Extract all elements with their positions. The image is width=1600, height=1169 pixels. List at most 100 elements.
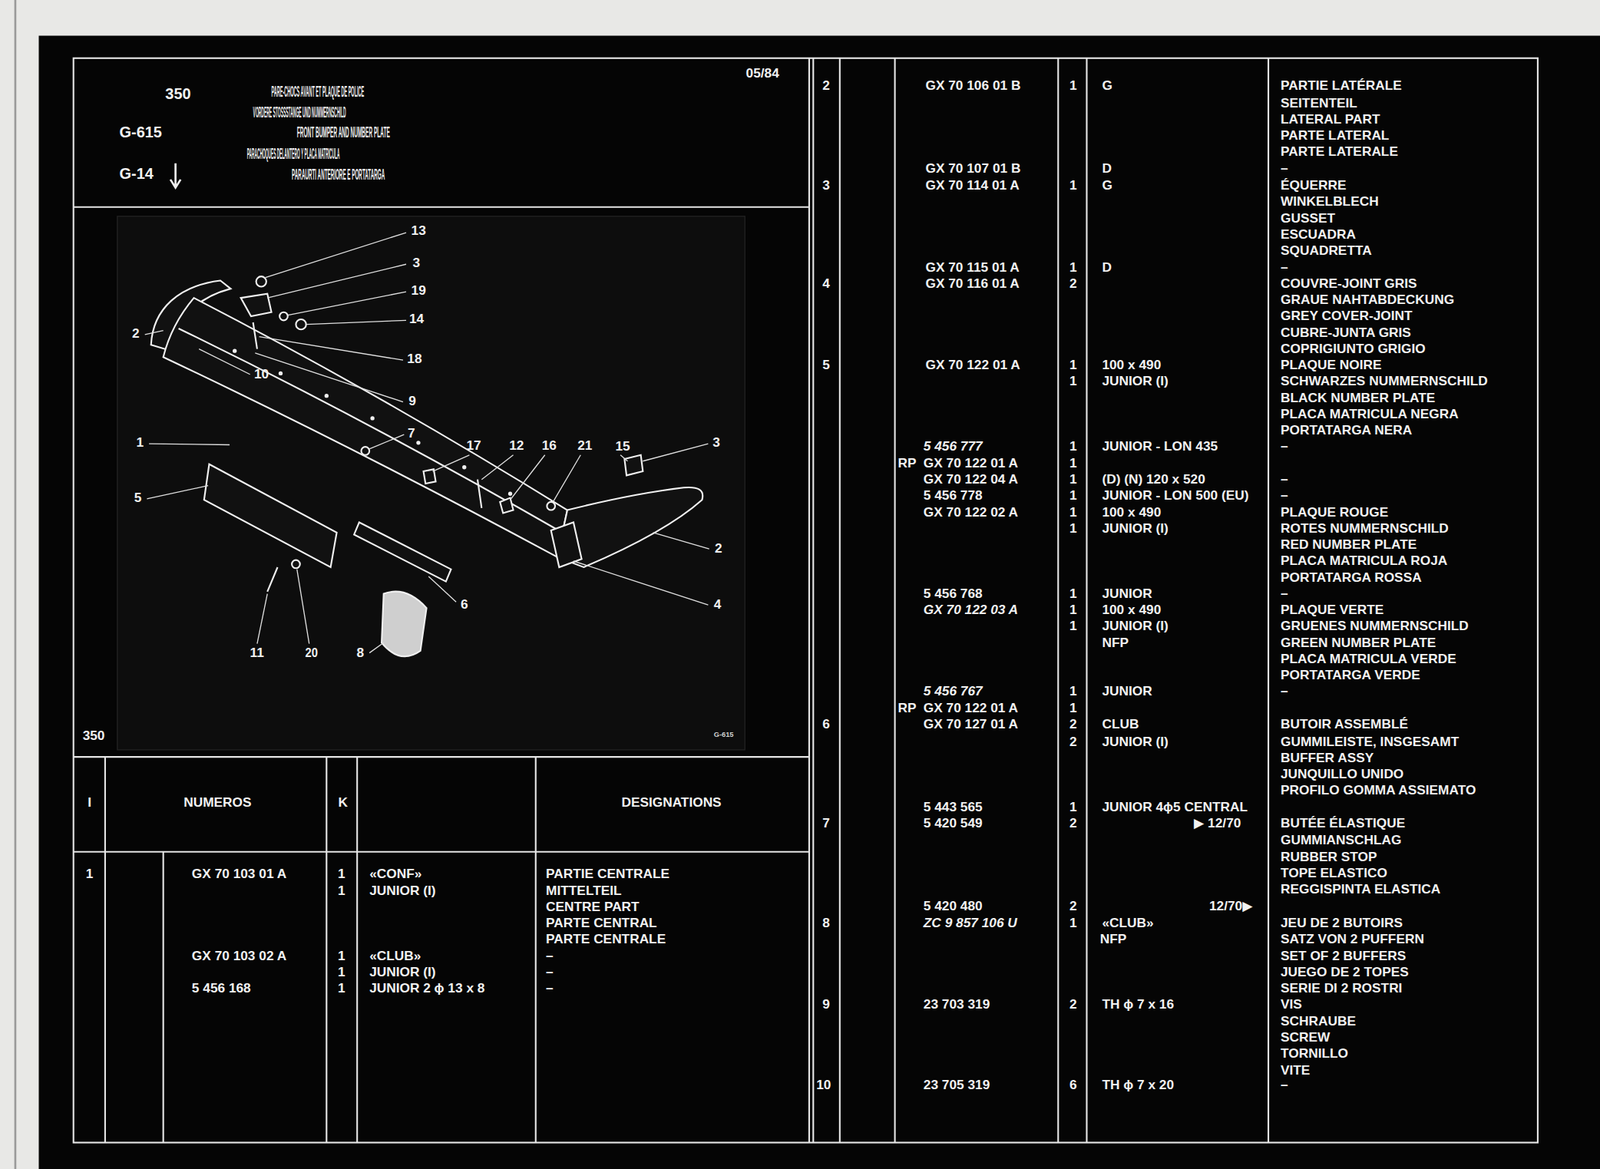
table-cell: 1 — [1069, 77, 1078, 94]
callout-number: 8 — [357, 644, 365, 662]
table-cell: BLACK NUMBER PLATE — [1280, 390, 1435, 407]
title: PARE-CHOCS AVANT ET PLAQUE DE POLICE — [271, 82, 365, 102]
table-cell: GX 70 103 01 A — [191, 866, 287, 883]
table-cell: RP — [898, 700, 917, 717]
callout-number: K — [338, 794, 348, 811]
callout-number: I — [87, 794, 92, 811]
table-cell: «CLUB» — [369, 948, 421, 965]
table-cell: 4 — [822, 275, 830, 292]
table-cell: LATERAL PART — [1280, 111, 1381, 128]
table-cell: 1 — [1069, 799, 1078, 816]
header-text: FRONT BUMPER AND NUMBER PLATE — [296, 123, 390, 143]
table-cell: 23 705 319 — [923, 1077, 990, 1095]
callout-number: NUMEROS — [183, 794, 252, 811]
table-cell: PARTIE LATÉRALE — [1280, 77, 1402, 94]
table-cell: ESCUADRA — [1280, 226, 1356, 243]
table-cell: 5 456 767 — [923, 683, 983, 700]
table-cell: JUNIOR — [1101, 585, 1152, 602]
table-cell: GRUENES NUMMERNSCHILD — [1280, 618, 1469, 635]
table-cell: PARTE CENTRALE — [545, 931, 666, 948]
table-cell: PLACA MATRICULA ROJA — [1280, 552, 1448, 569]
table-cell: 05/84 — [746, 65, 780, 82]
table-cell: – — [1280, 160, 1289, 177]
table-cell: JUNIOR (I) — [1101, 373, 1168, 390]
table-cell: D — [1101, 259, 1111, 276]
table-cell: 1 — [1069, 487, 1078, 504]
table-cell: 5 456 778 — [923, 487, 983, 504]
table-cell: 1 — [1069, 373, 1078, 390]
table-cell: PARTIE CENTRALE — [545, 866, 670, 883]
table-cell: JUNIOR - LON 435 — [1101, 439, 1218, 456]
callout-number: 1 — [135, 434, 144, 451]
table-cell: WINKELBLECH — [1280, 194, 1379, 211]
table-cell: BUTÉE ÉLASTIQUE — [1280, 815, 1405, 832]
header-text: PARAURTI ANTERIORE E PORTATARGA — [290, 165, 384, 184]
table-cell: PLACA MATRICULA VERDE — [1280, 651, 1457, 668]
table-cell: 1 — [1069, 504, 1078, 521]
table-cell: CLUB — [1101, 716, 1139, 733]
callout-number: DESIGNATIONS — [621, 794, 721, 811]
callout-number: 4 — [714, 597, 722, 614]
callout-number: 15 — [614, 439, 630, 456]
table-cell: TOPE ELASTICO — [1280, 865, 1388, 882]
table-cell: BUTOIR ASSEMBLÉ — [1280, 716, 1409, 733]
table-cell: TH ϕ 7 x 16 — [1101, 997, 1174, 1014]
table-cell: PLAQUE VERTE — [1280, 601, 1384, 619]
table-cell: VIS — [1280, 997, 1303, 1014]
callout-number: 9 — [408, 393, 417, 410]
table-cell: GX 70 122 01 A — [925, 357, 1020, 374]
table-cell: PORTATARGA ROSSA — [1280, 569, 1422, 586]
table-cell: 1 — [1069, 520, 1078, 537]
callout-number: 11 — [250, 644, 265, 662]
table-cell: JUNIOR (I) — [1101, 618, 1168, 635]
table-cell: GREY COVER-JOINT — [1280, 307, 1413, 324]
table-cell: 5 — [822, 357, 830, 374]
callout-number: G-615 — [714, 729, 734, 739]
table-cell: TH ϕ 7 x 20 — [1101, 1077, 1174, 1095]
callout-number: 19 — [411, 282, 427, 299]
table-cell: 1 — [1069, 259, 1078, 276]
table-cell: PLAQUE NOIRE — [1280, 357, 1382, 374]
table-cell: 5 456 168 — [191, 980, 252, 997]
table-cell: 1 — [1069, 585, 1078, 602]
table-cell: RP — [898, 455, 917, 472]
callout-number: 21 — [577, 437, 592, 454]
table-cell: 2 — [1069, 733, 1078, 751]
table-cell: JUEGO DE 2 TOPES — [1280, 964, 1409, 981]
table-cell: 1 — [337, 882, 346, 900]
table-cell: «CLUB» — [1101, 915, 1154, 932]
table-cell: GREEN NUMBER PLATE — [1280, 634, 1436, 652]
table-cell: 1 — [1069, 601, 1078, 619]
table-cell: 1 — [337, 964, 346, 981]
table-cell: 8 — [822, 915, 830, 932]
table-cell: VITE — [1280, 1062, 1310, 1079]
table-cell: 1 — [1069, 177, 1078, 194]
table-cell: PARTE CENTRAL — [545, 915, 658, 932]
table-cell: – — [1280, 1077, 1289, 1095]
table-cell: SERIE DI 2 ROSTRI — [1280, 980, 1402, 997]
table-cell: 100 x 490 — [1101, 504, 1161, 521]
table-cell: 1 — [1069, 915, 1078, 932]
callout-number: 2 — [714, 540, 723, 557]
table-cell: – — [1280, 585, 1289, 602]
table-cell: PARTE LATERALE — [1280, 143, 1399, 160]
table-cell: 1 — [85, 866, 94, 883]
table-cell: 10 — [816, 1077, 831, 1095]
table-cell: 1 — [337, 948, 346, 965]
table-cell: ZC 9 857 106 U — [923, 915, 1018, 932]
table-cell: 1 — [1069, 700, 1078, 717]
header-text: VORDERE STOSSSTANGE UND NUMMERNSCHILD — [252, 102, 346, 122]
table-cell: 1 — [1069, 439, 1078, 456]
table-cell: SATZ VON 2 PUFFERN — [1280, 931, 1425, 948]
table-cell: GX 70 122 03 A — [923, 601, 1019, 619]
table-cell: GX 70 115 01 A — [925, 259, 1019, 276]
table-cell: GX 70 127 01 A — [923, 716, 1019, 733]
table-cell: GX 70 103 02 A — [191, 948, 287, 965]
callout-number: 2 — [132, 325, 140, 342]
table-cell: GUMMIANSCHLAG — [1280, 833, 1402, 850]
callout-number: 17 — [466, 437, 481, 454]
table-cell: NFP — [1101, 634, 1129, 652]
table-cell: RED NUMBER PLATE — [1280, 536, 1417, 553]
table-cell: CENTRE PART — [545, 899, 640, 916]
table-cell: SCHRAUBE — [1280, 1013, 1356, 1030]
